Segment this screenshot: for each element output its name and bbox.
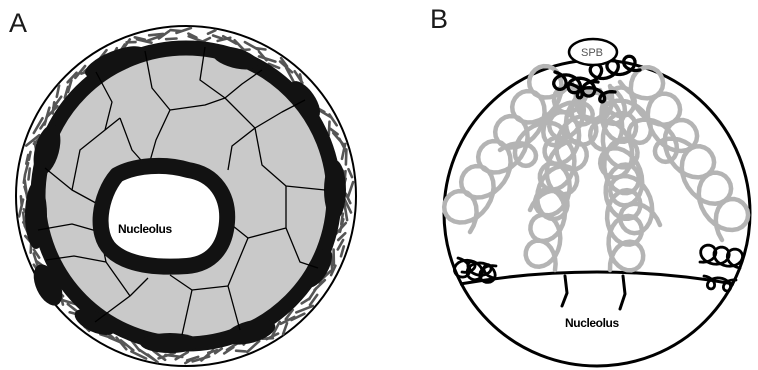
lamina-fiber (346, 149, 347, 164)
lamina-fiber (24, 174, 25, 183)
panel-b-nucleolus-label: Nucleolus (565, 316, 619, 330)
panel-a: A (9, 8, 356, 366)
lamina-fiber (166, 39, 176, 40)
panel-a-nucleolus-label: Nucleolus (118, 222, 172, 236)
lamina-fiber (256, 48, 266, 49)
lamina-fiber (23, 213, 25, 226)
perinucleolar-heterochromatin (101, 166, 228, 267)
lamina-fiber (29, 152, 31, 160)
lamina-fiber (29, 169, 30, 180)
panel-a-letter: A (9, 8, 27, 38)
lamina-fiber (149, 34, 163, 35)
panel-b-letter: B (430, 4, 448, 34)
lamina-fiber (21, 196, 22, 205)
lamina-fiber (236, 351, 246, 352)
spb-label: SPB (581, 47, 603, 59)
panel-b: B SPB Nucleolus (430, 4, 750, 366)
